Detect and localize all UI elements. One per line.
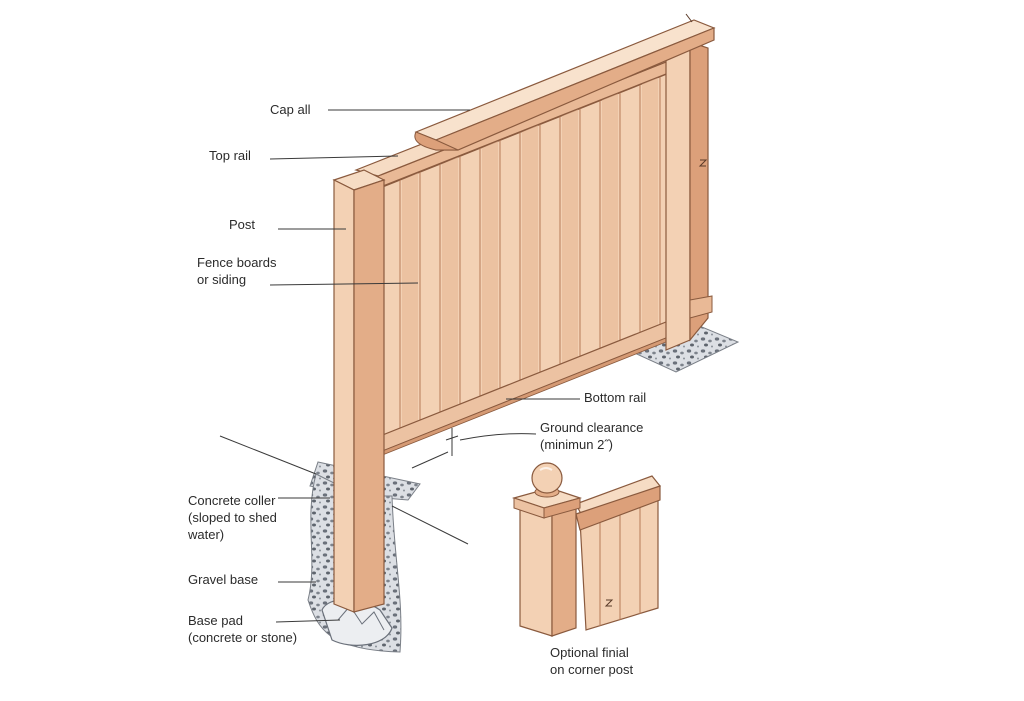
cap-rail <box>414 13 716 151</box>
label-post: Post <box>229 217 256 232</box>
ground-lines <box>219 428 469 545</box>
label-base-pad: Base pad (concrete or stone) <box>188 613 298 645</box>
label-cap-all: Cap all <box>270 102 311 117</box>
far-post <box>665 41 713 351</box>
front-post <box>332 169 386 613</box>
leader-lines <box>269 109 580 623</box>
label-bottom-rail: Bottom rail <box>584 390 647 405</box>
finial-ball <box>531 462 563 494</box>
label-top-rail: Top rail <box>209 148 251 163</box>
leader-ground-clearance <box>459 433 537 441</box>
label-concrete-collar: Concrete coller (sloped to shed water) <box>188 493 277 542</box>
label-ground-clearance: Ground clearance (minimun 2˝) <box>540 420 644 452</box>
label-gravel-base: Gravel base <box>188 572 259 587</box>
leader-top-rail <box>269 155 399 160</box>
leader-base-pad <box>275 619 341 623</box>
label-fence-boards: Fence boards or siding <box>197 255 277 287</box>
leader-fence-boards <box>269 282 419 286</box>
fence-boards <box>399 76 661 438</box>
label-optional-finial: Optional finial on corner post <box>550 645 634 677</box>
finial-detail <box>511 462 661 637</box>
